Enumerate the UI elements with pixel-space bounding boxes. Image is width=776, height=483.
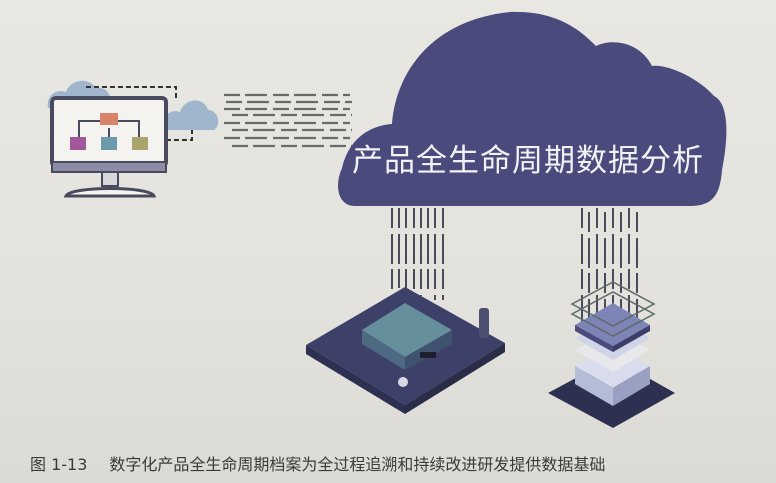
layered-stack-icon — [548, 281, 675, 428]
dashed-connector-icon — [86, 86, 193, 141]
figure-caption: 图 1-13 数字化产品全生命周期档案为全过程追溯和持续改进研发提供数据基础 — [30, 451, 605, 475]
caption-text: 数字化产品全生命周期档案为全过程追溯和持续改进研发提供数据基础 — [109, 455, 606, 474]
monitor-icon — [50, 96, 168, 198]
cloud-label: 产品全生命周期数据分析 — [352, 143, 704, 179]
server-board-icon — [306, 287, 505, 414]
big-cloud-icon — [338, 11, 727, 207]
data-stream-icon — [224, 93, 352, 148]
small-cloud-right-icon — [163, 100, 219, 130]
figure-number: 图 1-13 — [30, 455, 88, 474]
